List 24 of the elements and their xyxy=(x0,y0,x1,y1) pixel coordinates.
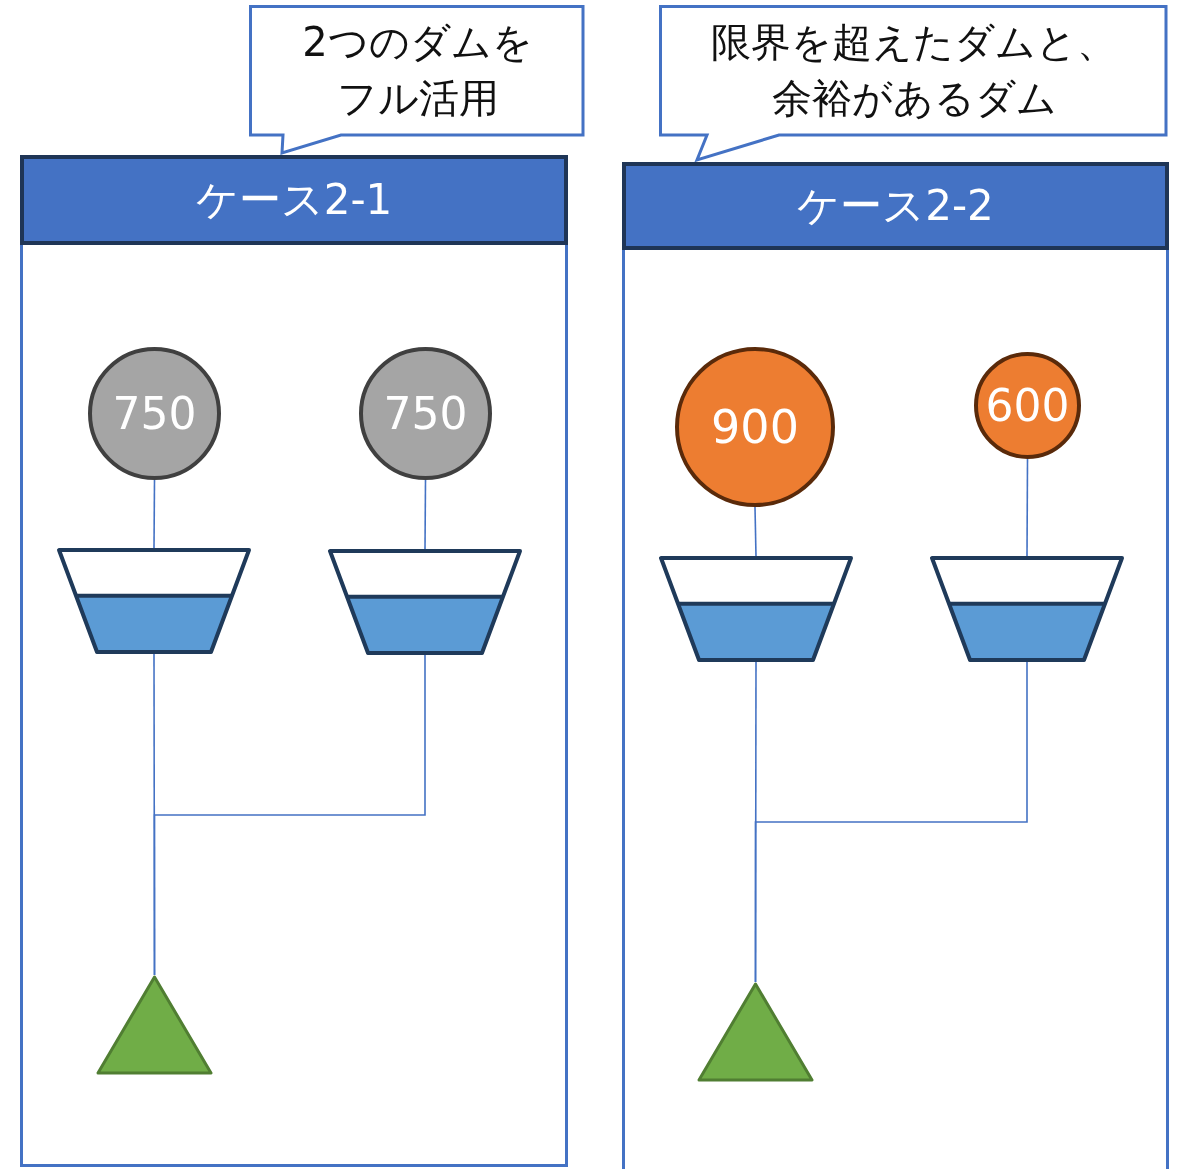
connector-line xyxy=(424,479,427,550)
reservoir-drawing xyxy=(57,548,251,654)
case-panel xyxy=(20,155,568,1167)
case-panel xyxy=(622,162,1169,1169)
speech-callout xyxy=(249,5,586,154)
triangle-marker xyxy=(697,982,814,1082)
panel-header: ケース2-1 xyxy=(20,155,568,245)
value-circle: 600 xyxy=(974,352,1081,459)
reservoir-drawing xyxy=(659,556,853,662)
connector-line xyxy=(754,506,757,557)
reservoir-drawing xyxy=(328,549,522,655)
speech-callout xyxy=(659,5,1169,161)
connector-line xyxy=(153,479,156,549)
connector-line xyxy=(1026,458,1029,557)
value-circle: 900 xyxy=(675,347,835,507)
connector-line xyxy=(153,654,426,976)
value-circle: 750 xyxy=(88,347,221,480)
value-circle: 750 xyxy=(359,347,492,480)
triangle-marker xyxy=(96,975,213,1075)
reservoir-drawing xyxy=(930,556,1124,662)
connector-line xyxy=(754,661,1028,983)
callout-text: 2つのダムをフル活用 xyxy=(301,18,534,123)
panel-header: ケース2-2 xyxy=(622,162,1169,250)
callout-text: 限界を超えたダムと、余裕があるダム xyxy=(710,18,1118,123)
